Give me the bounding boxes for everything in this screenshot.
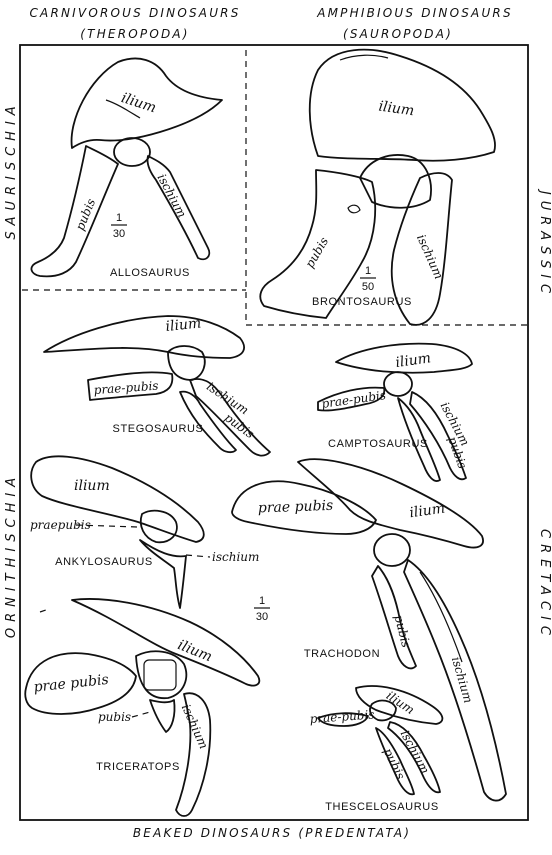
allosaurus-acetabulum xyxy=(113,137,151,167)
shared-scale-den: 30 xyxy=(256,611,268,623)
ankylosaurus-ilium-label: ilium xyxy=(74,478,110,494)
stegosaurus-pubis-bone xyxy=(179,390,237,454)
trachodon-praepubis-bone xyxy=(231,480,377,535)
thescelosaurus-pubis-bone xyxy=(375,727,415,796)
triceratops-name: TRICERATOPS xyxy=(96,761,180,773)
camptosaurus-pelvis: ilium prae-pubis ischium pubis CAMPTOSAU… xyxy=(317,342,473,482)
brontosaurus-foramen xyxy=(347,204,361,214)
side-label-ornithischia: ORNITHISCHIA xyxy=(4,472,19,638)
brontosaurus-ilium-bone xyxy=(308,48,496,162)
trachodon-ischium-bone xyxy=(403,559,507,802)
brontosaurus-name: BRONTOSAURUS xyxy=(312,296,412,308)
camptosaurus-name: CAMPTOSAURUS xyxy=(328,438,428,450)
trachodon-pubis-bone xyxy=(371,565,417,670)
trachodon-ischium-inner xyxy=(419,571,463,663)
allosaurus-scale-num: 1 xyxy=(116,212,122,224)
divider-mark xyxy=(39,609,47,613)
header-carnivorous: CARNIVOROUS DINOSAURS xyxy=(29,6,240,20)
side-label-saurischia: SAURISCHIA xyxy=(4,100,19,239)
stegosaurus-praepubis-bone xyxy=(87,371,174,401)
ankylosaurus-acetabulum xyxy=(139,509,178,544)
thescelosaurus-pelvis: ilium prae-pubis ischium pubis THESCELOS… xyxy=(309,685,444,813)
thescelosaurus-pubis-label: pubis xyxy=(381,746,408,782)
brontosaurus-scale-den: 50 xyxy=(362,281,374,293)
camptosaurus-acetabulum xyxy=(383,371,413,397)
header-amphibious: AMPHIBIOUS DINOSAURS xyxy=(316,6,513,20)
trachodon-acetabulum xyxy=(373,533,411,567)
triceratops-pubis-pointer xyxy=(131,711,151,718)
side-label-jurassic: JURASSIC xyxy=(537,188,552,299)
trachodon-ilium-bone xyxy=(297,458,484,549)
stegosaurus-ischium-label: ischium xyxy=(204,379,251,417)
trachodon-name: TRACHODON xyxy=(304,648,380,660)
shared-scale: 1 30 xyxy=(254,595,270,623)
camptosaurus-ilium-label: ilium xyxy=(394,350,432,371)
thescelosaurus-ilium-label: ilium xyxy=(384,688,417,717)
stegosaurus-pelvis: ilium prae-pubis ischium pubis STEGOSAUR… xyxy=(43,315,271,457)
trachodon-praepubis-label: prae pubis xyxy=(258,498,334,517)
brontosaurus-pubis-bone xyxy=(259,169,377,319)
outer-frame xyxy=(19,44,529,821)
header-theropoda: (THEROPODA) xyxy=(80,27,189,41)
stegosaurus-ischium-bone xyxy=(189,378,271,457)
trachodon-pelvis: prae pubis ilium pubis ischium TRACHODON xyxy=(231,458,507,802)
triceratops-ischium-bone xyxy=(175,692,212,817)
stegosaurus-ilium-label: ilium xyxy=(165,315,202,335)
shared-scale-num: 1 xyxy=(259,595,265,607)
camptosaurus-ischium-bone xyxy=(409,391,467,481)
allosaurus-ilium-line xyxy=(105,99,141,119)
allosaurus-ischium-label: ischium xyxy=(155,172,190,220)
triceratops-praepubis-label: prae pubis xyxy=(33,672,110,696)
brontosaurus-ilium-label: ilium xyxy=(378,98,416,119)
ankylosaurus-praepubis-label: praepubis xyxy=(30,518,91,532)
triceratops-ilium-bone xyxy=(71,598,261,687)
triceratops-pubis-label: pubis xyxy=(98,710,131,724)
ankylosaurus-name: ANKYLOSAURUS xyxy=(55,556,153,568)
ankylosaurus-ilium-bone xyxy=(30,455,205,543)
thescelosaurus-praepubis-label: prae-pubis xyxy=(309,707,375,725)
stegosaurus-ilium-bone xyxy=(43,315,245,359)
stegosaurus-name: STEGOSAURUS xyxy=(113,423,204,435)
allosaurus-ilium-label: ilium xyxy=(119,90,158,116)
camptosaurus-praepubis-bone xyxy=(317,386,386,412)
camptosaurus-pubis-bone xyxy=(397,397,441,482)
triceratops-pubis-bone xyxy=(149,699,176,733)
triceratops-praepubis-bone xyxy=(24,652,137,715)
brontosaurus-ischium-bone xyxy=(390,172,453,326)
trachodon-ilium-label: ilium xyxy=(408,501,446,522)
allosaurus-ilium-bone xyxy=(70,57,223,149)
allosaurus-pubis-bone xyxy=(30,145,119,278)
stegosaurus-praepubis-label: prae-pubis xyxy=(93,379,159,397)
ankylosaurus-pelvis: ilium praepubis ischium ANKYLOSAURUS xyxy=(30,455,259,609)
triceratops-acetabulum-inner xyxy=(143,659,177,691)
ankylosaurus-ischium-label: ischium xyxy=(212,550,259,564)
side-label-cretacic: CRETACIC xyxy=(537,529,552,641)
thescelosaurus-praepubis-bone xyxy=(317,712,369,727)
footer-beaked: BEAKED DINOSAURS (PREDENTATA) xyxy=(133,826,411,840)
brontosaurus-ischium-label: ischium xyxy=(414,232,446,281)
allosaurus-ischium-bone xyxy=(146,155,211,261)
ankylosaurus-ischium-bone xyxy=(139,539,187,609)
thescelosaurus-ilium-bone xyxy=(355,685,444,725)
stegosaurus-acetabulum xyxy=(167,345,206,381)
brontosaurus-pelvis: ilium pubis ischium 1 50 BRONTOSAURUS xyxy=(259,48,496,326)
thescelosaurus-ischium-bone xyxy=(387,721,441,794)
thescelosaurus-name: THESCELOSAURUS xyxy=(325,801,439,813)
ankylosaurus-ischium-pointer xyxy=(185,554,211,558)
triceratops-pelvis: ilium prae pubis pubis ischium TRICERATO… xyxy=(24,598,261,817)
allosaurus-pelvis: ilium ischium pubis 1 30 ALLOSAURUS xyxy=(30,57,223,279)
header-sauropoda: (SAUROPODA) xyxy=(343,27,453,41)
brontosaurus-scale-num: 1 xyxy=(365,265,371,277)
allosaurus-scale-den: 30 xyxy=(113,228,125,240)
allosaurus-name: ALLOSAURUS xyxy=(110,267,190,279)
thescelosaurus-acetabulum xyxy=(369,699,397,722)
brontosaurus-ilium-rim xyxy=(339,54,389,61)
triceratops-ischium-label: ischium xyxy=(179,702,211,751)
allosaurus-pubis-label: pubis xyxy=(73,197,98,233)
